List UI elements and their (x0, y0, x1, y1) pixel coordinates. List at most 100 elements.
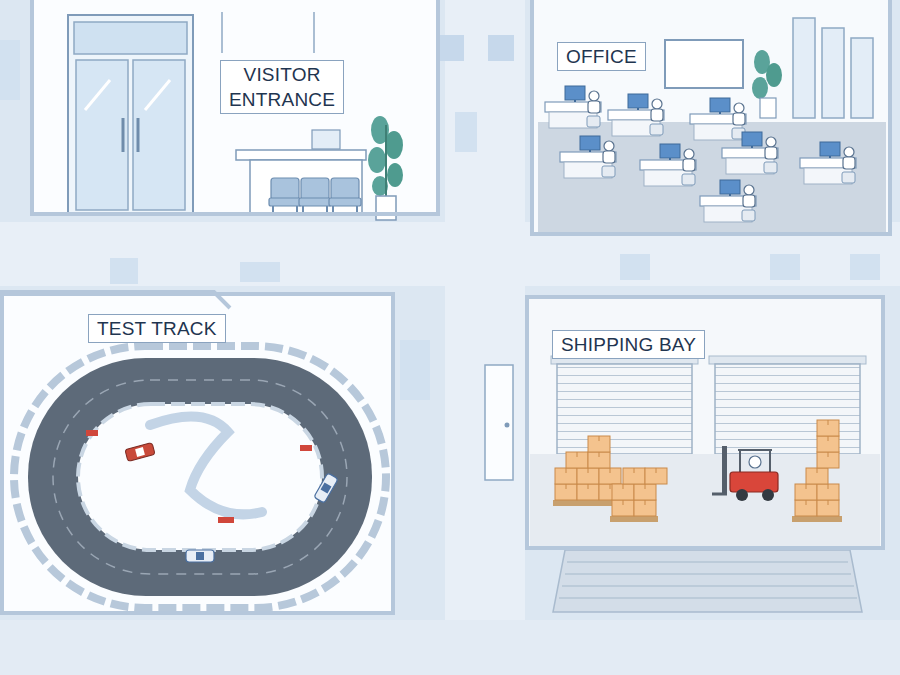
loading-door (709, 356, 866, 364)
floor-ground (400, 340, 430, 400)
glass-door (68, 15, 193, 215)
office-plant (766, 63, 782, 87)
race-track (28, 358, 372, 596)
glass-door (133, 60, 185, 210)
cargo-box (817, 500, 839, 516)
reception-desk (250, 160, 362, 215)
room-sign: TEST TRACK (88, 314, 226, 343)
office-window (822, 28, 844, 118)
waiting-chair (271, 178, 299, 200)
pallet (610, 516, 658, 522)
forklift (730, 472, 778, 492)
race-car (186, 550, 214, 562)
cargo-box (817, 484, 839, 500)
loading-ramp (565, 573, 851, 575)
corridor-door (505, 423, 510, 428)
office-workstation (800, 142, 856, 184)
waiting-chair (331, 178, 359, 200)
room-track: TEST TRACK (0, 292, 395, 615)
floor-ground (438, 35, 464, 61)
cargo-box (612, 484, 634, 500)
corridor-door (485, 365, 513, 480)
race-track (53, 380, 347, 574)
room-floor (525, 295, 885, 550)
glass-door (74, 22, 187, 54)
race-track (150, 416, 262, 514)
room-floor (0, 0, 892, 615)
waiting-chair (301, 178, 329, 200)
sign-hanger (221, 12, 223, 53)
office-plant (760, 98, 776, 118)
cargo-box (795, 500, 817, 516)
office-window (851, 38, 873, 118)
loading-door (557, 364, 692, 454)
race-car (186, 550, 214, 562)
office-whiteboard (665, 40, 743, 88)
office-window (793, 18, 873, 118)
race-track (14, 346, 386, 608)
floor-ground (488, 35, 514, 61)
office-window (793, 18, 815, 118)
race-track (78, 404, 322, 550)
loading-door (715, 364, 860, 454)
cargo-box (612, 500, 634, 516)
cargo-box (588, 452, 610, 468)
race-car (196, 552, 204, 560)
office-plant (752, 50, 782, 118)
race-track (14, 346, 386, 608)
waiting-chair (269, 178, 361, 216)
cargo-box (566, 452, 588, 468)
loading-ramp (553, 550, 862, 612)
race-car (321, 483, 332, 494)
race-car (135, 447, 145, 457)
floor-ground (110, 258, 138, 284)
room-sign: VISITOR ENTRANCE (220, 60, 344, 114)
floor-ground (850, 254, 880, 280)
room-office: OFFICE (530, 0, 892, 236)
office-workstation (722, 132, 778, 174)
potted-plant (368, 116, 403, 220)
race-track (300, 445, 312, 451)
forklift (712, 446, 778, 501)
corridor-door (485, 365, 513, 480)
glass-door (85, 80, 110, 110)
cargo-box (623, 468, 645, 484)
office-workstation (545, 86, 601, 128)
loading-door (530, 356, 880, 546)
forklift (736, 489, 748, 501)
floor-ground (0, 620, 900, 675)
office-workstation (608, 94, 664, 136)
cargo-box (577, 468, 599, 484)
race-car (125, 443, 338, 562)
sign-hanger (222, 12, 314, 53)
potted-plant (376, 196, 396, 220)
cargo-box (817, 436, 839, 452)
cargo-box (555, 484, 577, 500)
cargo-box (817, 420, 839, 436)
room-floor (530, 0, 892, 236)
forklift (762, 489, 774, 501)
cargo-box (806, 468, 828, 484)
cargo-box (555, 420, 839, 516)
office-plant (752, 77, 768, 99)
cargo-box (645, 468, 667, 484)
floor-ground (455, 112, 477, 152)
glass-door (137, 118, 140, 152)
cargo-box (588, 436, 610, 452)
floor-ground (770, 254, 800, 280)
room-sign: SHIPPING BAY (552, 330, 705, 359)
potted-plant (385, 131, 403, 159)
cargo-box (599, 468, 621, 484)
reception-desk (236, 130, 366, 215)
forklift (722, 446, 727, 494)
cargo-box (634, 484, 656, 500)
room-floor (0, 292, 395, 615)
office-workstation (690, 98, 746, 140)
waiting-chair (299, 198, 331, 206)
room-shipping: SHIPPING BAY (525, 295, 885, 550)
cargo-box (634, 500, 656, 516)
potted-plant (368, 147, 386, 173)
forklift (712, 493, 727, 496)
